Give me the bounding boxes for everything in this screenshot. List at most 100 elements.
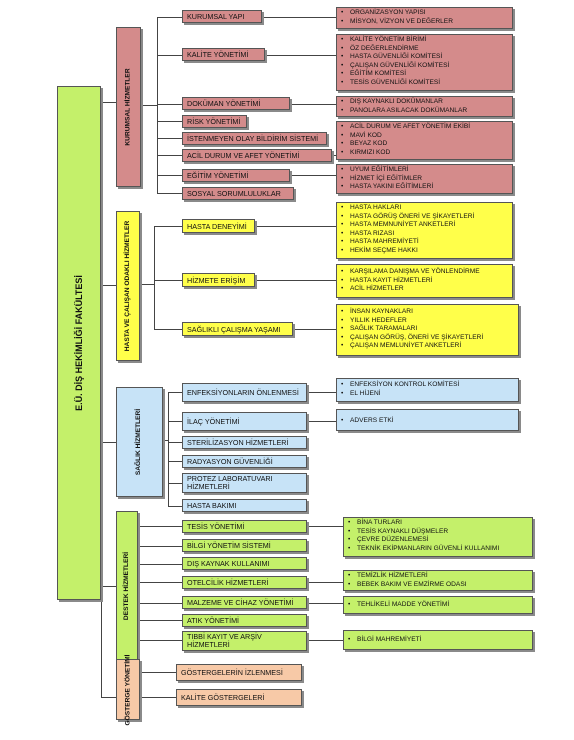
item-hasta-deneyimi: HASTA DENEYİMİ xyxy=(182,219,255,233)
details-egitim-yonetimi: UYUM EĞİTİMLERİ HİZMET İÇİ EĞİTİMLER HAS… xyxy=(336,164,513,194)
details-otelcilik: TEMİZLİK HİZMETLERİ BEBEK BAKIM VE EMZİR… xyxy=(343,570,533,591)
detail-item: ÇEVRE DÜZENLEMESİ xyxy=(348,536,529,545)
item-label: KALİTE GÖSTERGELERİ xyxy=(181,693,265,702)
connector xyxy=(101,442,116,443)
detail-item: MAVİ KOD xyxy=(341,132,509,141)
detail-item: KARŞILAMA DANIŞMA VE YÖNLENDİRME xyxy=(341,268,509,277)
detail-item: ADVERS ETKİ xyxy=(341,417,515,426)
detail-item: TEHLİKELİ MADDE YÖNETİMİ xyxy=(348,601,529,610)
item-kalite-yonetimi: KALİTE YÖNETİMİ xyxy=(182,48,265,61)
detail-item: DIŞ KAYNAKLI DOKÜMANLAR xyxy=(341,98,509,107)
connector xyxy=(168,461,182,462)
detail-item: HEKİM SEÇME HAKKI xyxy=(341,247,509,256)
detail-item: TEMİZLİK HİZMETLERİ xyxy=(348,572,529,581)
item-radyasyon: RADYASYON GÜVENLİĞİ xyxy=(182,455,307,468)
item-hizmete-erisim: HİZMETE ERİŞİM xyxy=(182,273,255,287)
connector xyxy=(101,586,116,587)
detail-item: ACİL HİZMETLER xyxy=(341,285,509,294)
connector xyxy=(123,640,182,641)
connector xyxy=(262,17,336,18)
item-label: RADYASYON GÜVENLİĞİ xyxy=(187,457,273,466)
detail-item: MİSYON, VİZYON VE DEĞERLER xyxy=(341,18,509,27)
detail-item: EĞİTİM KOMİTESİ xyxy=(341,70,509,79)
item-sterilizasyon: STERİLİZASYON HİZMETLERİ xyxy=(182,436,307,449)
connector xyxy=(138,620,182,621)
connector xyxy=(157,17,158,193)
detail-item: ÇALIŞAN MEMLUNİYET ANKETLERİ xyxy=(341,342,515,351)
detail-item: HASTA YAKINI EĞİTİMLERİ xyxy=(341,183,509,192)
item-label: SAĞLIKLI ÇALIŞMA YAŞAMI xyxy=(187,324,281,334)
item-kurumsal-yapi: KURUMSAL YAPI xyxy=(182,10,262,23)
connector xyxy=(157,138,182,139)
item-label: İLAÇ YÖNETİMİ xyxy=(187,417,240,426)
connector xyxy=(101,102,116,103)
connector xyxy=(140,697,176,698)
connector xyxy=(157,155,182,156)
detail-item: BEYAZ KOD xyxy=(341,140,509,149)
connector xyxy=(168,392,169,506)
item-label: ENFEKSİYONLARIN ÖNLENMESİ xyxy=(187,388,299,397)
connector xyxy=(293,329,336,330)
item-label: BİLGİ YÖNETİM SİSTEMİ xyxy=(187,541,271,550)
section-destek: DESTEK HİZMETLERİ xyxy=(116,511,138,661)
item-label: DOKÜMAN YÖNETİMİ xyxy=(187,99,261,108)
connector xyxy=(168,421,182,422)
connector xyxy=(138,564,182,565)
root-title: E.Ü. DİŞ HEKİMLİĞİ FAKÜLTESİ xyxy=(74,275,84,411)
detail-item: HASTA MEMNUNİYET ANKETLERİ xyxy=(341,221,509,230)
details-ilac: ADVERS ETKİ xyxy=(336,409,519,431)
item-label: GÖSTERGELERİN İZLENMESİ xyxy=(181,668,283,677)
detail-item: HASTA RIZASI xyxy=(341,230,509,239)
item-atik-yonetimi: ATIK YÖNETİMİ xyxy=(182,614,307,627)
connector xyxy=(307,603,343,604)
item-label: HİZMETE ERİŞİM xyxy=(187,275,246,285)
item-otelcilik: OTELCİLİK HİZMETLERİ xyxy=(182,576,307,589)
connector xyxy=(101,697,116,698)
item-tibbi-kayit: TIBBİ KAYIT VE ARŞİV HİZMETLERİ xyxy=(182,631,307,651)
detail-item: HASTA GÜVENLİĞİ KOMİTESİ xyxy=(341,53,509,62)
detail-item: İNSAN KAYNAKLARI xyxy=(341,308,515,317)
connector xyxy=(123,526,182,527)
detail-item: EL HİJENİ xyxy=(341,390,515,399)
connector xyxy=(138,582,182,583)
section-title: GÖSTERGE YÖNETİMİ xyxy=(124,654,131,725)
detail-item: BİLGİ MAHREMİYETİ xyxy=(348,636,529,645)
detail-item: ORGANİZASYON YAPISI xyxy=(341,9,509,18)
item-label: EĞİTİM YÖNETİMİ xyxy=(187,171,249,180)
detail-item: PANOLARA ASILACAK DOKÜMANLAR xyxy=(341,107,509,116)
item-label: OTELCİLİK HİZMETLERİ xyxy=(187,578,269,587)
details-saglikli-calisma: İNSAN KAYNAKLARI YILLIK HEDEFLER SAĞLIK … xyxy=(336,304,519,356)
connector xyxy=(265,55,336,56)
detail-item: ÇALIŞAN GÖRÜŞ, ÖNERİ VE ŞİKAYETLERİ xyxy=(341,334,515,343)
connector xyxy=(255,226,336,227)
item-ilac-yonetimi: İLAÇ YÖNETİMİ xyxy=(182,412,307,431)
item-gostergelerin-izlenmesi: GÖSTERGELERİN İZLENMESİ xyxy=(176,664,302,681)
item-label: TESİS YÖNETİMİ xyxy=(187,522,245,531)
section-title: KURUMSAL HİZMETLER xyxy=(124,68,132,146)
item-label: HASTA BAKIMI xyxy=(187,501,237,510)
detail-item: YILLIK HEDEFLER xyxy=(341,317,515,326)
item-tesis-yonetimi: TESİS YÖNETİMİ xyxy=(182,520,307,533)
connector xyxy=(157,175,182,176)
connector xyxy=(157,121,182,122)
item-acil-durum: ACİL DURUM VE AFET YÖNETİMİ xyxy=(182,149,332,162)
item-label: KURUMSAL YAPI xyxy=(187,12,245,21)
detail-item: TESİS GÜVENLİĞİ KOMİTESİ xyxy=(341,79,509,88)
item-malzeme-cihaz: MALZEME VE CİHAZ YÖNETİMİ xyxy=(182,596,307,609)
details-acil-durum: ACİL DURUM VE AFET YÖNETİM EKİBİ MAVİ KO… xyxy=(336,121,513,160)
root-node: E.Ü. DİŞ HEKİMLİĞİ FAKÜLTESİ xyxy=(57,86,101,600)
connector xyxy=(332,155,336,156)
item-label: STERİLİZASYON HİZMETLERİ xyxy=(187,438,289,447)
detail-item: ENFEKSİYON KONTROL KOMİTESİ xyxy=(341,381,515,390)
connector xyxy=(163,440,168,441)
item-label: TIBBİ KAYIT VE ARŞİV HİZMETLERİ xyxy=(187,631,262,649)
item-label: ATIK YÖNETİMİ xyxy=(187,616,240,625)
connector xyxy=(307,421,336,422)
item-dokuman-yonetimi: DOKÜMAN YÖNETİMİ xyxy=(182,97,290,110)
connector xyxy=(290,175,336,176)
connector xyxy=(157,193,182,194)
detail-item: TEKNİK EKİPMANLARIN GÜVENLİ KULLANIMI xyxy=(348,545,529,554)
section-saglik: SAĞLIK HİZMETLERİ xyxy=(116,387,163,497)
detail-item: HASTA GÖRÜŞ ÖNERİ VE ŞİKAYETLERİ xyxy=(341,213,509,222)
